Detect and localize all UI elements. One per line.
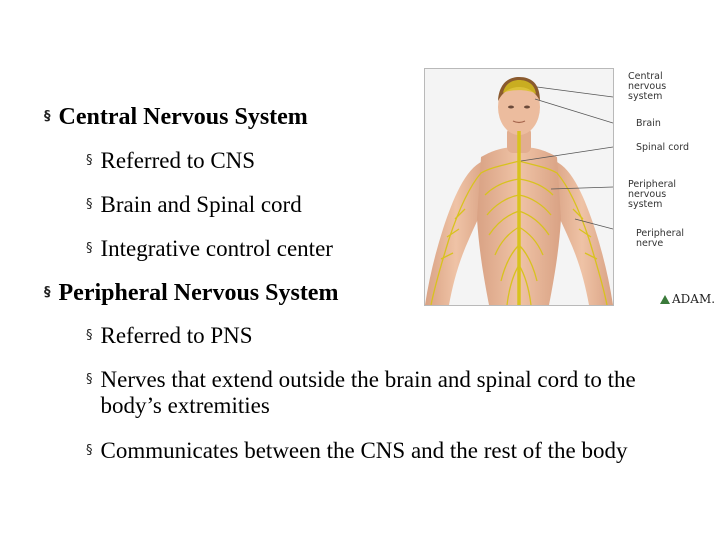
label-peripheral-nerve: Peripheral nerve: [636, 228, 685, 249]
label-peripheral-nervous-system: Peripheral nervous system: [628, 179, 677, 210]
pns-item: Communicates between the CNS and the res…: [100, 438, 628, 463]
pns-item: Referred to PNS: [100, 323, 253, 348]
cns-heading: Central Nervous System: [58, 104, 308, 130]
pns-heading: Peripheral Nervous System: [58, 280, 339, 306]
bullet-marker: §: [86, 443, 93, 458]
bullet-marker: §: [86, 241, 93, 256]
bullet-pns-1: § Referred to PNS: [86, 323, 253, 349]
bullet-pns: § Peripheral Nervous System: [44, 280, 338, 307]
bullet-marker: §: [44, 109, 51, 124]
bullet-cns: § Central Nervous System: [44, 104, 308, 131]
bullet-marker: §: [86, 197, 93, 212]
cns-item: Brain and Spinal cord: [100, 192, 302, 217]
bullet-marker: §: [86, 328, 93, 343]
bullet-pns-3: § Communicates between the CNS and the r…: [86, 438, 646, 464]
adam-logo: ADAM.: [660, 292, 715, 306]
bullet-cns-2: § Brain and Spinal cord: [86, 192, 302, 218]
cns-item: Integrative control center: [100, 236, 333, 261]
bullet-pns-2: § Nerves that extend outside the brain a…: [86, 367, 646, 419]
nervous-system-illustration: [424, 68, 614, 306]
label-central-nervous-system: Central nervous system: [628, 71, 667, 102]
label-brain: Brain: [636, 118, 661, 129]
logo-text: ADAM.: [672, 292, 716, 306]
bullet-marker: §: [44, 285, 51, 300]
pns-item: Nerves that extend outside the brain and…: [100, 367, 636, 418]
bullet-marker: §: [86, 372, 93, 387]
body-figure: [425, 77, 613, 305]
label-spinal-cord: Spinal cord: [636, 142, 690, 153]
bullet-cns-3: § Integrative control center: [86, 236, 333, 262]
cns-item: Referred to CNS: [100, 148, 256, 173]
bullet-cns-1: § Referred to CNS: [86, 148, 255, 174]
leaf-icon: [660, 294, 670, 304]
bullet-marker: §: [86, 153, 93, 168]
